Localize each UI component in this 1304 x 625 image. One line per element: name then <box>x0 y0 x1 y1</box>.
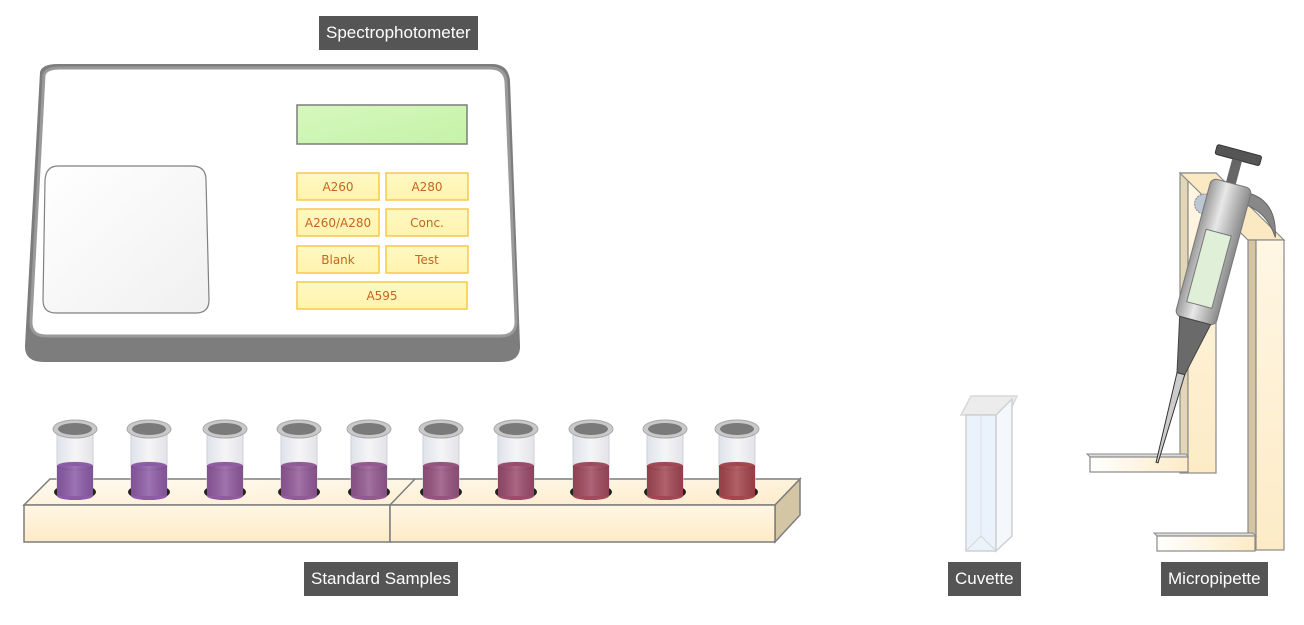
sample-tube[interactable] <box>202 419 248 500</box>
button-label: Test <box>414 253 439 267</box>
tube-opening <box>499 423 533 435</box>
tube-opening <box>648 423 682 435</box>
button-face <box>385 208 469 237</box>
button-face <box>296 208 380 237</box>
micropipette-label: Micropipette <box>1161 562 1268 596</box>
a260-a280-button[interactable]: A260/A280 <box>296 208 380 237</box>
sample-chamber[interactable] <box>42 165 210 314</box>
button-face <box>385 172 469 201</box>
button-face <box>385 245 469 274</box>
standard-samples-rack <box>22 419 802 544</box>
cuvette-label: Cuvette <box>948 562 1021 596</box>
tube-opening <box>282 423 316 435</box>
sample-tube[interactable] <box>418 419 464 500</box>
pipette-plunger <box>1225 158 1242 187</box>
button-label: A595 <box>366 289 397 303</box>
a595-button[interactable]: A595 <box>296 281 468 310</box>
tube-shine <box>719 466 755 496</box>
button-label: Conc. <box>410 216 444 230</box>
tube-shine <box>647 466 683 496</box>
standard-samples-label: Standard Samples <box>304 562 458 596</box>
spectrophotometer-label: Spectrophotometer <box>319 16 478 50</box>
rack-front-right <box>389 504 776 543</box>
pipette-hook <box>1244 192 1276 238</box>
conc-button[interactable]: Conc. <box>385 208 469 237</box>
button-label: A260 <box>322 180 353 194</box>
tube-shine <box>131 466 167 496</box>
blank-button[interactable]: Blank <box>296 245 380 274</box>
tube-opening <box>58 423 92 435</box>
button-face <box>296 172 380 201</box>
tube-opening <box>574 423 608 435</box>
tube-opening <box>352 423 386 435</box>
cuvette[interactable] <box>959 395 1019 553</box>
rack-divider <box>389 478 416 506</box>
tube-shine <box>498 466 534 496</box>
rack-front-left <box>23 504 391 543</box>
sample-tube[interactable] <box>52 419 98 500</box>
sample-tube[interactable] <box>568 419 614 500</box>
cuvette-bottom <box>965 535 997 552</box>
tube-opening <box>132 423 166 435</box>
tube-shine <box>281 466 317 496</box>
sample-tube[interactable] <box>714 419 760 500</box>
button-label: A280 <box>411 180 442 194</box>
button-label: Blank <box>321 253 355 267</box>
a280-button[interactable]: A280 <box>385 172 469 201</box>
test-button[interactable]: Test <box>385 245 469 274</box>
a260-button[interactable]: A260 <box>296 172 380 201</box>
sample-tube[interactable] <box>346 419 392 500</box>
sample-tube[interactable] <box>126 419 172 500</box>
tube-shine <box>351 466 387 496</box>
tube-opening <box>720 423 754 435</box>
pipette-tip <box>1155 371 1186 464</box>
pipette-display <box>1186 228 1232 310</box>
tube-shine <box>57 466 93 496</box>
tube-shine <box>423 466 459 496</box>
tube-shine <box>207 466 243 496</box>
sample-tube[interactable] <box>276 419 322 500</box>
tube-opening <box>208 423 242 435</box>
sample-tube[interactable] <box>642 419 688 500</box>
lcd-display <box>296 104 468 145</box>
sample-tube[interactable] <box>493 419 539 500</box>
button-face <box>296 281 468 310</box>
micropipette[interactable] <box>1127 142 1295 477</box>
button-face <box>296 245 380 274</box>
tube-opening <box>424 423 458 435</box>
button-label: A260/A280 <box>305 216 371 230</box>
tube-shine <box>573 466 609 496</box>
cuvette-side <box>995 397 1013 553</box>
